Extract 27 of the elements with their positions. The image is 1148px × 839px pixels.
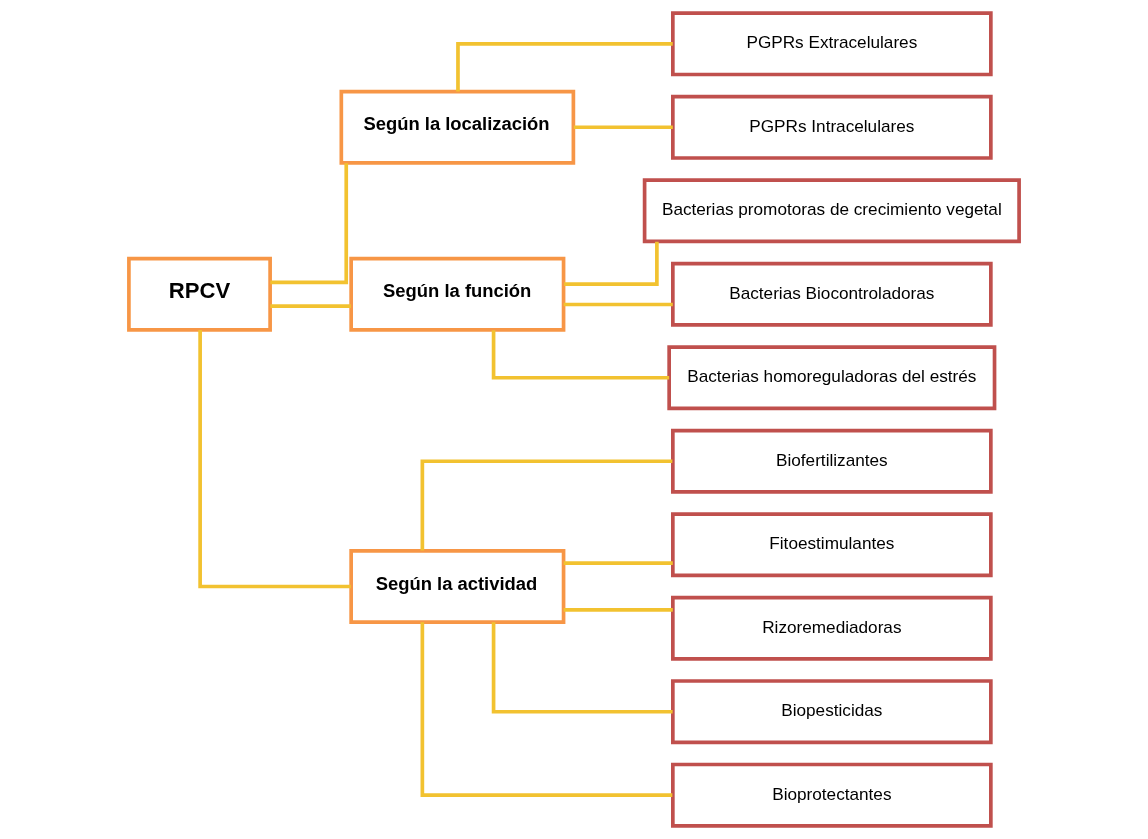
connector	[563, 302, 673, 307]
connector	[420, 622, 673, 798]
node-box: Biofertilizantes	[671, 428, 993, 494]
node-box: PGPRs Extracelulares	[671, 11, 993, 77]
connector	[564, 241, 659, 286]
node-box: Según la localización	[339, 89, 576, 165]
node-box: PGPRs Intracelulares	[671, 94, 993, 160]
connector	[270, 163, 349, 285]
connector	[270, 304, 351, 308]
connector	[491, 622, 673, 714]
connector	[563, 561, 673, 565]
connector	[573, 125, 673, 130]
node-box: Biopesticidas	[671, 679, 993, 745]
connector	[563, 607, 673, 612]
node-box: Rizoremediadoras	[671, 595, 993, 661]
connector	[420, 459, 673, 551]
node-box: Bacterias Biocontroladoras	[671, 261, 993, 327]
node-box: Fitoestimulantes	[671, 512, 993, 578]
node-box: Según la función	[349, 256, 566, 332]
node-box: Bioprotectantes	[671, 762, 993, 828]
node-box: Bacterias promotoras de crecimiento vegetal	[642, 178, 1021, 244]
connector	[491, 330, 670, 380]
node-box: Bacterias homoreguladoras del estrés	[667, 345, 997, 411]
node-box: RPCV	[127, 256, 272, 332]
node-box: Según la actividad	[349, 549, 566, 624]
connector	[456, 41, 673, 92]
connector	[198, 330, 351, 589]
